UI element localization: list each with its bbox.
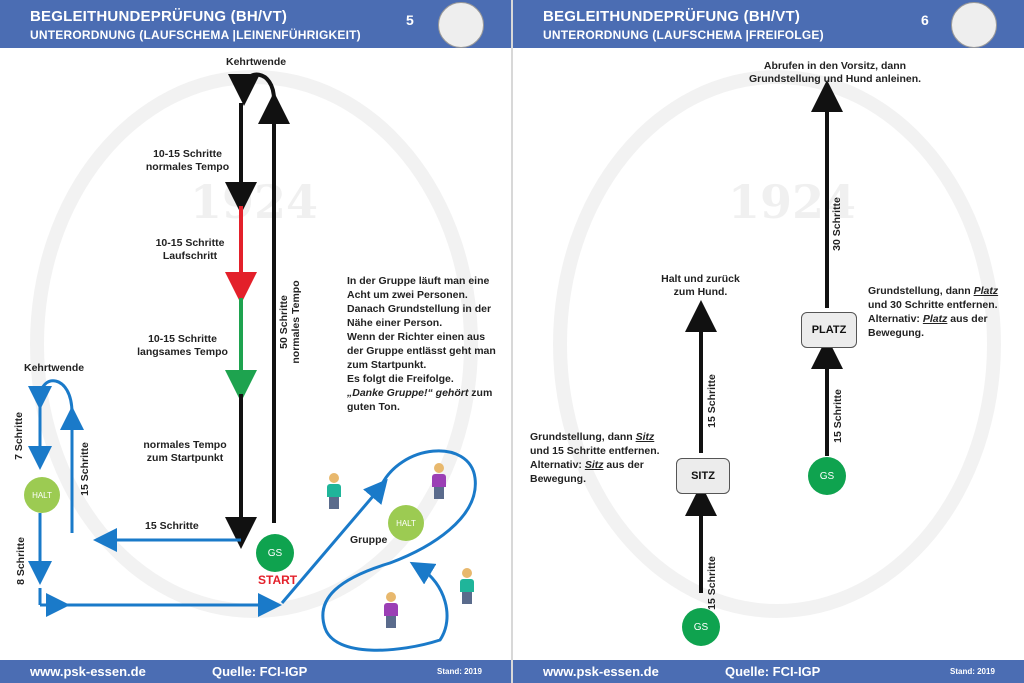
label-kehrtwende-top: Kehrtwende [226, 56, 287, 68]
footer-bar: www.psk-essen.de Quelle: FCI-IGP Stand: … [0, 660, 511, 683]
page-left: 1924 BEGLEITHUNDEPRÜFUNG (BH/VT) UNTEROR… [0, 0, 511, 683]
node-halt-group: HALT [388, 505, 424, 541]
club-logo-icon [951, 2, 997, 48]
label-fifteen-horizontal: 15 Schritte [145, 520, 199, 532]
node-gs-right: GS [808, 457, 846, 495]
schema-diagram-left [28, 72, 477, 652]
page-subtitle: UNTERORDNUNG (LAUFSCHEMA |LEINENFÜHRIGKE… [30, 28, 361, 42]
footer-url-link[interactable]: www.psk-essen.de [543, 664, 659, 679]
footer-url-link[interactable]: www.psk-essen.de [30, 664, 146, 679]
person-woman-icon [432, 463, 446, 499]
label-kehrtwende-left: Kehrtwende [24, 362, 85, 374]
label-gruppe: Gruppe [350, 534, 388, 546]
page-title: BEGLEITHUNDEPRÜFUNG (BH/VT) [30, 8, 288, 25]
label-fifteen-vertical: 15 Schritte [78, 442, 91, 496]
instructions-text: In der Gruppe läuft man eine Acht um zwe… [347, 275, 496, 413]
footer-bar: www.psk-essen.de Quelle: FCI-IGP Stand: … [513, 660, 1024, 683]
label-start: START [258, 573, 298, 587]
box-platz: PLATZ [801, 312, 857, 348]
arrow-figure-eight [321, 449, 477, 652]
header-bar: BEGLEITHUNDEPRÜFUNG (BH/VT) UNTERORDNUNG… [0, 0, 511, 48]
schema-diagram-right [685, 80, 843, 593]
watermark-year: 1924 [728, 175, 857, 229]
club-logo-icon [438, 2, 484, 48]
label-abrufen: Abrufen in den Vorsitz, dann Grundstellu… [748, 60, 922, 85]
header-bar: BEGLEITHUNDEPRÜFUNG (BH/VT) UNTERORDNUNG… [513, 0, 1024, 48]
sitz-instructions: Grundstellung, dann Sitz und 15 Schritte… [530, 431, 660, 485]
footer-date: Stand: 2019 [437, 667, 482, 676]
page-number: 6 [921, 12, 929, 28]
label-eight-steps: 8 Schritte [14, 537, 27, 585]
label-fifteen-steps-upper: 15 Schritte [705, 374, 718, 428]
arrow-into-group [280, 478, 388, 604]
label-seven-steps: 7 Schritte [12, 412, 25, 460]
label-fifteen-steps-lower: 15 Schritte [705, 556, 718, 610]
platz-instructions: Grundstellung, dann Platz und 30 Schritt… [868, 285, 999, 339]
label-halt-zurueck: Halt und zurück zum Hund. [661, 273, 740, 298]
person-man-icon [460, 568, 474, 604]
page-divider [511, 0, 513, 683]
node-gs-bottom: GS [682, 608, 720, 646]
label-langsam: 10-15 Schritte langsames Tempo [137, 333, 228, 358]
box-sitz: SITZ [676, 458, 730, 494]
label-normal-tempo: 10-15 Schritte normales Tempo [145, 148, 230, 173]
page-subtitle: UNTERORDNUNG (LAUFSCHEMA |FREIFOLGE) [543, 28, 824, 42]
arrow-turn-left [28, 379, 74, 414]
label-fifty-steps: 50 Schritte normales Tempo [278, 280, 302, 364]
arrow-turn-top [228, 72, 276, 106]
page-number: 5 [406, 12, 414, 28]
person-woman-icon [384, 592, 398, 628]
footer-date: Stand: 2019 [950, 667, 995, 676]
footer-source: Quelle: FCI-IGP [725, 664, 821, 679]
page-right: 1924 BEGLEITHUNDEPRÜFUNG (BH/VT) UNTEROR… [513, 0, 1024, 683]
label-laufschritt: 10-15 Schritte Laufschritt [155, 237, 225, 262]
person-man-icon [327, 473, 341, 509]
page-title: BEGLEITHUNDEPRÜFUNG (BH/VT) [543, 8, 801, 25]
label-startpunkt: normales Tempo zum Startpunkt [143, 439, 227, 464]
label-fifteen-steps-right: 15 Schritte [831, 389, 844, 443]
footer-source: Quelle: FCI-IGP [212, 664, 308, 679]
node-halt-left: HALT [24, 477, 60, 513]
node-gs-start: GS [256, 534, 294, 572]
label-thirty-steps: 30 Schritte [830, 197, 843, 251]
